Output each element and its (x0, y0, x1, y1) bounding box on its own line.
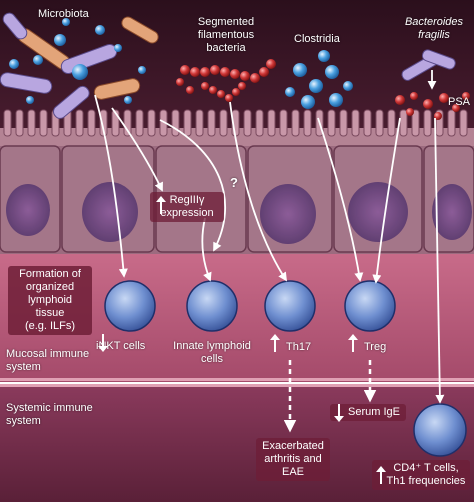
systemic-label-line1: Systemic immune (6, 402, 93, 414)
serum-ige-label: Serum IgE (348, 406, 400, 418)
increase-arrow-icon (376, 466, 386, 484)
bfragilis-label-line1: Bacteroides (404, 16, 464, 28)
sfb-label-line2: filamentous (197, 29, 255, 41)
psa-molecules (395, 92, 470, 120)
cd4-label-line2: Th1 frequencies (386, 475, 466, 487)
microvilli (3, 109, 468, 137)
systemic-label-line2: system (6, 415, 41, 427)
sfb-label: Segmented filamentous bacteria (186, 16, 266, 55)
immune-cells (104, 280, 467, 457)
bfragilis-label-line2: fragilis (418, 29, 450, 41)
mucosal-label-line2: system (6, 361, 41, 373)
innate-label: Innate lymphoid cells (168, 340, 256, 366)
exacerbated-label-line1: Exacerbated (262, 440, 324, 452)
unknown-mechanism-mark: ? (230, 175, 238, 190)
increase-arrow-icon (348, 334, 358, 352)
formation-label-line5: (e.g. ILFs) (24, 320, 76, 332)
regiii-box: RegIIIγ expression (150, 192, 224, 222)
sfb-label-line1: Segmented (197, 16, 255, 28)
serum-ige-box: Serum IgE (330, 404, 406, 421)
regiii-label-line1: RegIIIγ (169, 194, 205, 206)
formation-label-line2: organized (25, 281, 75, 293)
inkt-label: iNKT cells (96, 340, 146, 352)
increase-arrow-icon (156, 196, 166, 214)
exacerbated-box: Exacerbated arthritis and EAE (256, 438, 330, 481)
clostridia-cocci (285, 50, 353, 109)
dashed-arrows (283, 360, 377, 433)
increase-arrow-icon (270, 334, 280, 352)
bfragilis-label: Bacteroides fragilis (398, 16, 470, 42)
microbiota-label: Microbiota (38, 8, 89, 20)
th17-label: Th17 (286, 341, 312, 353)
formation-label-line3: lymphoid (27, 294, 73, 306)
decrease-arrow-icon (98, 334, 108, 352)
sfb-label-line3: bacteria (206, 42, 246, 54)
microbiota-bacteria (0, 12, 159, 119)
psa-label: PSA (448, 96, 471, 108)
formation-box: Formation of organized lymphoid tissue (… (8, 266, 92, 335)
systemic-label: Systemic immune system (6, 402, 93, 428)
exacerbated-label-line3: EAE (281, 466, 304, 478)
innate-label-line1: Innate lymphoid (173, 340, 251, 352)
mucosal-label-line1: Mucosal immune (6, 348, 90, 360)
clostridia-label: Clostridia (294, 33, 340, 45)
cd4-box: CD4⁺ T cells, Th1 frequencies (372, 460, 470, 490)
exacerbated-label-line2: arthritis and (264, 453, 322, 465)
innate-label-line2: cells (200, 353, 223, 365)
formation-label-line4: tissue (35, 307, 65, 319)
sfb-chains (176, 59, 276, 102)
formation-label-line1: Formation of (19, 268, 81, 280)
cd4-label-line1: CD4⁺ T cells, (393, 462, 459, 474)
epithelial-nuclei (6, 182, 472, 244)
mucosal-label: Mucosal immune system (6, 348, 89, 374)
treg-label: Treg (364, 341, 387, 353)
pathway-arrows (94, 70, 445, 404)
bacteroides-rods (401, 49, 456, 81)
decrease-arrow-icon (334, 404, 344, 422)
regiii-label-line2: expression (160, 207, 214, 219)
